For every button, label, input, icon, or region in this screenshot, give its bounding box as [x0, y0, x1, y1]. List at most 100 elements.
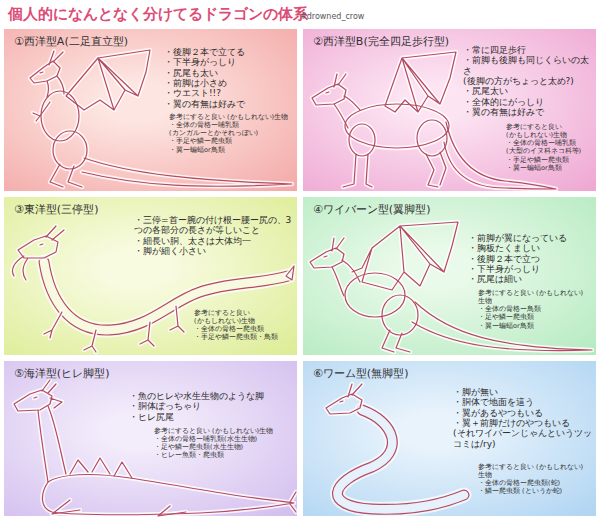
reference-note: ・手足や鱗ー爬虫類・鳥類	[194, 333, 294, 341]
panel-heading: ③東洋型(三停型)	[14, 202, 98, 217]
dragon-panel: ③東洋型(三停型) ・三停=首ー腕の付け根ー腰ー尻の、3つの各部分の長さが等しいこ…	[3, 196, 298, 356]
reference-list: 参考にすると良い (かもしれない)生物・全体の骨格ー哺乳類 (カンガルーとかそれ…	[169, 113, 294, 154]
author-tag: #drowned_crow	[300, 12, 364, 21]
reference-note: ・全体の骨格ー哺乳類 (大型のイヌ科ネコ科等)	[506, 139, 594, 155]
worm-body	[337, 410, 464, 509]
reference-note: 参考にすると良い (かもしれない)生物	[506, 123, 594, 139]
feature-list: ・前脚が翼になっている・胸板たくましい・後脚２本で立つ・下半身がっしり・尻尾は細…	[468, 233, 593, 285]
heading-area: ③東洋型(三停型)	[14, 202, 98, 217]
dragon-panel: ②西洋型B(完全四足歩行型) ・常に四足歩行・前脚も後脚も同じくらいの太さ(後脚の…	[302, 28, 597, 192]
feature-note: ・翼＋前脚だけのやつもいる	[453, 418, 593, 428]
panel-heading: ④ワイバーン型(翼脚型)	[313, 202, 430, 217]
reference-note: 参考にすると良い (かもしれない)生物	[194, 309, 294, 325]
feature-note: ・脚が細く小さい	[134, 246, 294, 256]
feature-note: ・胴体ぽっちゃり	[129, 401, 294, 411]
reference-note: ・手足や鱗ー爬虫類	[506, 156, 594, 164]
reference-note: ・全体の骨格ー爬虫類	[194, 325, 294, 333]
feature-list: ・後脚２本で立てる・下半身がっしり・尻尾も太い・前脚は小さめ・ウエスト!!?・翼…	[164, 47, 294, 109]
label-area: #drowned_crow	[300, 12, 364, 21]
dragon-panel: ⑥ワーム型(無脚型) ・脚が無い・胴体で地面を這う・翼があるやつもいる・翼＋前脚だ…	[302, 360, 597, 517]
feature-note: (後脚の方がちょっと太め?)	[463, 76, 591, 86]
dragon-panel: ⑤海洋型(ヒレ脚型) ・魚のヒレや水生生物のような脚・胴体ぽっちゃり・ヒレ尻尾参考…	[3, 360, 298, 517]
feature-note: ・翼があるやつもいる	[453, 408, 593, 418]
dragon-panel: ④ワイバーン型(翼脚型)・前脚が翼になっている・胸板たくましい・後脚２本で立つ・…	[302, 196, 597, 356]
feature-note: ・下半身がっしり	[164, 57, 294, 67]
biped-dragon	[30, 50, 292, 187]
reference-list: 参考にすると良い (かもしれない)生物・全体の骨格ー哺乳類(水生生物)・足や鱗ー…	[154, 427, 294, 460]
heading-area: ④ワイバーン型(翼脚型)	[313, 202, 430, 217]
reference-note: ・ヒレー魚類・爬虫類	[154, 451, 294, 459]
heading-area: ⑤海洋型(ヒレ脚型)	[14, 366, 109, 381]
quadruped-dragon	[312, 52, 556, 189]
wyvern	[310, 222, 592, 352]
heading-area: ⑥ワーム型(無脚型)	[313, 366, 408, 381]
sea-dragon	[14, 380, 296, 516]
feature-note: ・翼の有無は好みで	[164, 99, 294, 109]
reference-note: ・手足や鱗ー爬虫類	[169, 137, 294, 145]
eastern-body	[44, 262, 288, 330]
reference-note: 参考にすると良い (かもしれない)生物	[478, 463, 593, 479]
feature-note: ・胸板たくましい	[468, 243, 593, 253]
reference-note: ・全体の骨格ー哺乳類 (カンガルーとかそれっぽい)	[169, 121, 294, 137]
dragon-panel: ①西洋型A(二足直立型) ・後脚２本で立てる・下半身がっしり・尻尾も太い・前脚は小…	[3, 28, 298, 192]
feature-note: ・脚が無い	[453, 387, 593, 397]
title-area: 個人的になんとなく分けてるドラゴンの体系	[8, 5, 308, 24]
reference-list: 参考にすると良い (かもしれない)生物・全体の骨格ー爬虫類・手足や鱗ー爬虫類・鳥…	[194, 309, 294, 342]
wyrm-head	[326, 384, 362, 414]
feature-note: ・下半身がっしり	[468, 264, 593, 274]
eastern-dragon	[12, 226, 294, 352]
reference-note: ・足や鱗ー爬虫類(水生生物)	[154, 443, 294, 451]
reference-note: ・足や鱗ー爬虫類	[478, 313, 593, 321]
wyrm-head	[326, 384, 362, 414]
eastern-dragon	[12, 226, 294, 352]
heading-area: ①西洋型A(二足直立型)	[14, 34, 128, 49]
panel-heading: ⑥ワーム型(無脚型)	[313, 366, 408, 381]
reference-list: 参考にすると良い (かもしれない)生物・全体の骨格ー爬虫類(蛇)・鱗ー爬虫類 (…	[478, 463, 593, 496]
feature-note: ・前脚は小さめ	[164, 78, 294, 88]
reference-note: ・全体の骨格ー鳥類	[478, 305, 593, 313]
reference-note: ・翼ー蝙蝠or鳥類	[478, 322, 593, 330]
wyvern	[310, 222, 592, 352]
panel-heading: ②西洋型B(完全四足歩行型)	[313, 34, 449, 49]
feature-list: ・常に四足歩行・前脚も後脚も同じくらいの太さ(後脚の方がちょっと太め?)・尻尾太…	[463, 45, 591, 117]
feature-note: ・翼の有無は好みで	[463, 107, 591, 117]
feature-note: ・尻尾も太い	[164, 68, 294, 78]
feature-list: ・魚のヒレや水生生物のような脚・胴体ぽっちゃり・ヒレ尻尾	[129, 391, 294, 422]
reference-note: 参考にすると良い (かもしれない)生物	[154, 427, 294, 435]
feature-note: ・後脚２本で立てる	[164, 47, 294, 57]
feature-note: ・前脚が翼になっている	[468, 233, 593, 243]
reference-note: ・鱗ー爬虫類 (というか蛇)	[478, 487, 593, 495]
reference-note: ・翼ー蝙蝠or鳥類	[506, 164, 594, 172]
reference-note: 参考にすると良い (かもしれない)生物	[169, 113, 294, 121]
heading-area: ②西洋型B(完全四足歩行型)	[313, 34, 449, 49]
feature-note: ・尻尾は細い	[468, 274, 593, 284]
page-title: 個人的になんとなく分けてるドラゴンの体系	[8, 5, 308, 24]
feature-note: ・ウエスト!!?	[164, 88, 294, 98]
feature-note: ・胴体で地面を這う	[453, 397, 593, 407]
feature-note: ・三停=首ー腕の付け根ー腰ー尻の、3つの各部分の長さが等しいこと	[134, 215, 294, 236]
panel-heading: ①西洋型A(二足直立型)	[14, 34, 128, 49]
feature-note: ・後脚２本で立つ	[468, 254, 593, 264]
reference-note: ・全体の骨格ー爬虫類(蛇)	[478, 479, 593, 487]
reference-note: ・全体の骨格ー哺乳類(水生生物)	[154, 435, 294, 443]
feature-note: ・魚のヒレや水生生物のような脚	[129, 391, 294, 401]
reference-list: 参考にすると良い (かもしれない)生物・全体の骨格ー鳥類・足や鱗ー爬虫類・翼ー蝙…	[478, 289, 593, 330]
feature-note: ・常に四足歩行	[463, 45, 591, 55]
feature-note: ・尻尾太い	[463, 86, 591, 96]
reference-note: 参考にすると良い (かもしれない)生物	[478, 289, 593, 305]
reference-note: ・翼ー蝙蝠or鳥類	[169, 146, 294, 154]
quadruped-dragon	[312, 52, 556, 189]
feature-list: ・脚が無い・胴体で地面を這う・翼があるやつもいる・翼＋前脚だけのやつもいる(それ…	[453, 387, 593, 449]
feature-note: (それワイバーンじゃんというツッコミは/ry)	[453, 428, 593, 449]
feature-note: ・全体的にがっしり	[463, 97, 591, 107]
reference-list: 参考にすると良い (かもしれない)生物・全体の骨格ー哺乳類 (大型のイヌ科ネコ科…	[506, 123, 594, 172]
feature-note: ・ヒレ尻尾	[129, 412, 294, 422]
feature-list: ・三停=首ー腕の付け根ー腰ー尻の、3つの各部分の長さが等しいこと・細長い胴、太さ…	[134, 215, 294, 256]
feature-note: ・細長い胴、太さは大体均一	[134, 236, 294, 246]
biped-dragon	[30, 50, 292, 187]
panel-heading: ⑤海洋型(ヒレ脚型)	[14, 366, 109, 381]
sea-dragon	[14, 380, 296, 516]
feature-note: ・前脚も後脚も同じくらいの太さ	[463, 55, 591, 76]
